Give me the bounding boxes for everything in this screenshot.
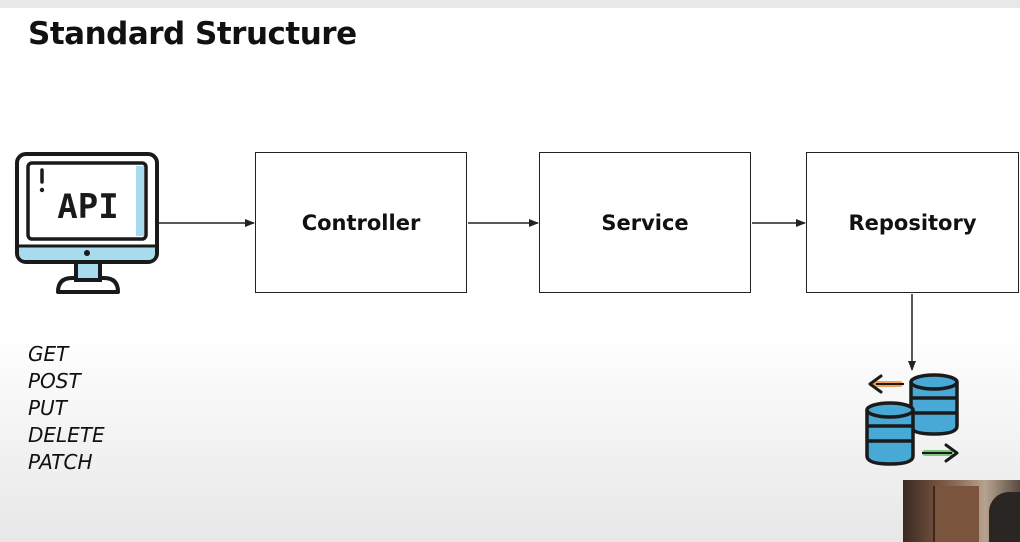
database-sync-icon — [865, 373, 959, 466]
service-box: Service — [539, 152, 751, 293]
http-method-post: POST — [28, 369, 81, 393]
service-label: Service — [601, 210, 689, 235]
api-label: API — [57, 187, 118, 227]
arrow-left-icon — [868, 374, 904, 394]
repository-box: Repository — [806, 152, 1019, 293]
repository-label: Repository — [848, 210, 977, 235]
controller-box: Controller — [255, 152, 467, 293]
webcam-overlay — [903, 480, 1020, 542]
arrow-right-icon — [922, 443, 959, 463]
webcam-presenter — [989, 492, 1020, 542]
http-method-get: GET — [28, 342, 69, 366]
computer-monitor-icon — [15, 152, 159, 294]
controller-label: Controller — [301, 210, 421, 235]
http-methods-list: GET POST PUT DELETE PATCH — [28, 341, 105, 476]
top-band — [0, 0, 1020, 8]
page-title: Standard Structure — [28, 16, 357, 52]
http-method-put: PUT — [28, 396, 67, 420]
http-method-delete: DELETE — [28, 423, 105, 447]
webcam-background — [933, 486, 979, 542]
http-method-patch: PATCH — [28, 450, 93, 474]
